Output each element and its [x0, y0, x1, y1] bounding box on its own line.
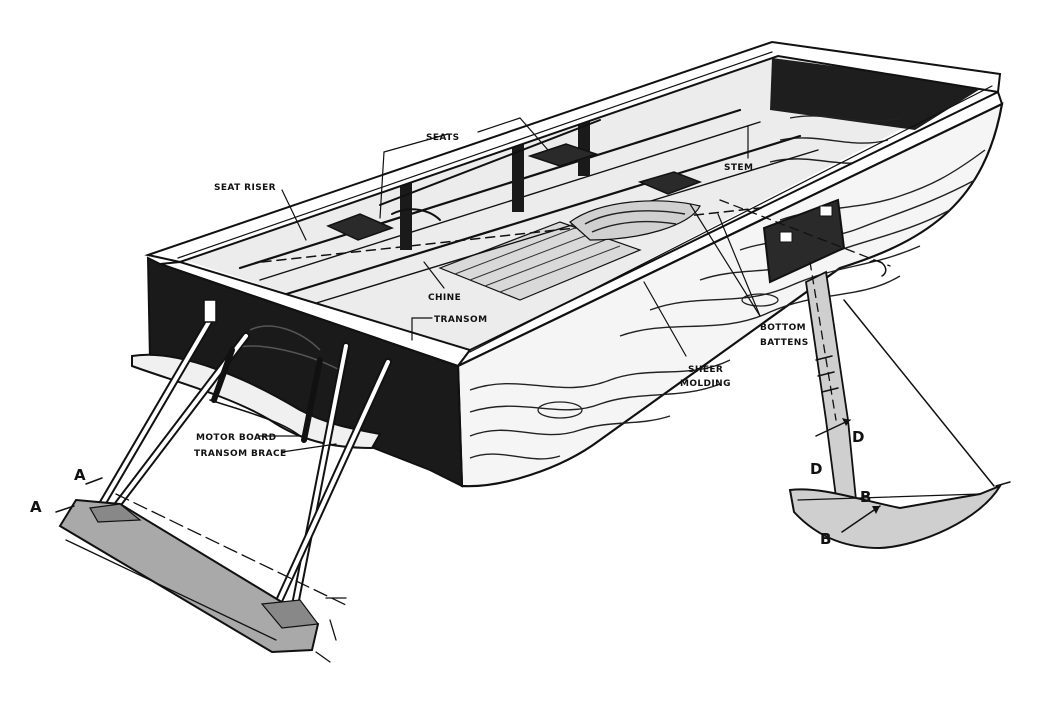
rear-struts [90, 299, 392, 616]
gunwale [144, 40, 1004, 368]
seats [326, 143, 703, 241]
mark-b-lower: B [820, 530, 831, 548]
mark-a-lower: A [30, 498, 42, 516]
label-seats: SEATS [426, 133, 460, 143]
mark-b-upper: B [860, 488, 871, 506]
label-chine: CHINE [428, 293, 461, 303]
label-transom-brace: TRANSOM BRACE [194, 449, 287, 459]
label-sheer-molding-1: SHEER [688, 365, 723, 375]
leader-lines [257, 117, 761, 453]
labels: SEATS SEAT RISER STEM CHINE TRANSOM BOTT… [30, 133, 871, 548]
mark-d-upper: D [852, 428, 864, 446]
label-stem: STEM [724, 163, 753, 173]
front-skate-assembly [719, 198, 1011, 550]
boat-interior [178, 48, 992, 352]
label-bottom-battens-1: BOTTOM [760, 323, 806, 333]
label-seat-riser: SEAT RISER [214, 183, 276, 193]
mark-d-lower: D [810, 460, 822, 478]
mark-a-upper: A [74, 466, 86, 484]
rear-runner [55, 477, 349, 663]
label-sheer-molding-2: MOLDING [680, 379, 731, 389]
label-motor-board: MOTOR BOARD [196, 433, 277, 443]
label-transom: TRANSOM [434, 315, 487, 325]
label-bottom-battens-2: BATTENS [760, 338, 809, 348]
